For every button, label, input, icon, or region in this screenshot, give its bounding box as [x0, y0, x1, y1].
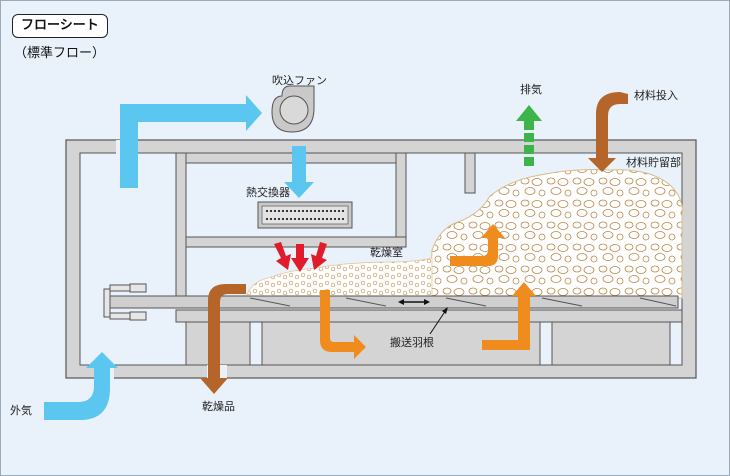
outside-air-arrow [44, 352, 118, 420]
heat-exchanger [257, 201, 353, 229]
conveyor-blade-label: 搬送羽根 [390, 335, 434, 349]
material-pile [429, 169, 683, 299]
dried-product-arrow [200, 284, 246, 394]
air-duct-arrow [120, 95, 262, 188]
heat-arrows [274, 242, 327, 272]
material-storage-label: 材料貯留部 [626, 155, 681, 169]
blower-fan [271, 85, 315, 133]
dryer-structure [65, 139, 697, 379]
drying-bed [245, 257, 433, 299]
fan-label: 吹込ファン [272, 74, 327, 87]
diagram-title: フローシート [12, 14, 108, 38]
dried-product-label: 乾燥品 [202, 400, 235, 413]
reciprocate-arrow [398, 299, 430, 305]
outside-air-label: 外気 [10, 403, 32, 417]
heat-exchanger-label: 熱交換器 [246, 185, 290, 199]
conveyor-blade-leader [429, 307, 448, 335]
conveyor [103, 283, 679, 321]
hot-air-arrows [320, 224, 536, 359]
exhaust-label: 排気 [520, 82, 542, 96]
material-input-label: 材料投入 [634, 88, 678, 102]
fan-to-exchanger-arrow [284, 146, 314, 198]
exhaust-arrow [516, 105, 542, 166]
material-input-arrow [588, 92, 628, 172]
diagram-subtitle: （標準フロー） [14, 46, 106, 61]
drying-chamber-label: 乾燥室 [370, 245, 403, 259]
